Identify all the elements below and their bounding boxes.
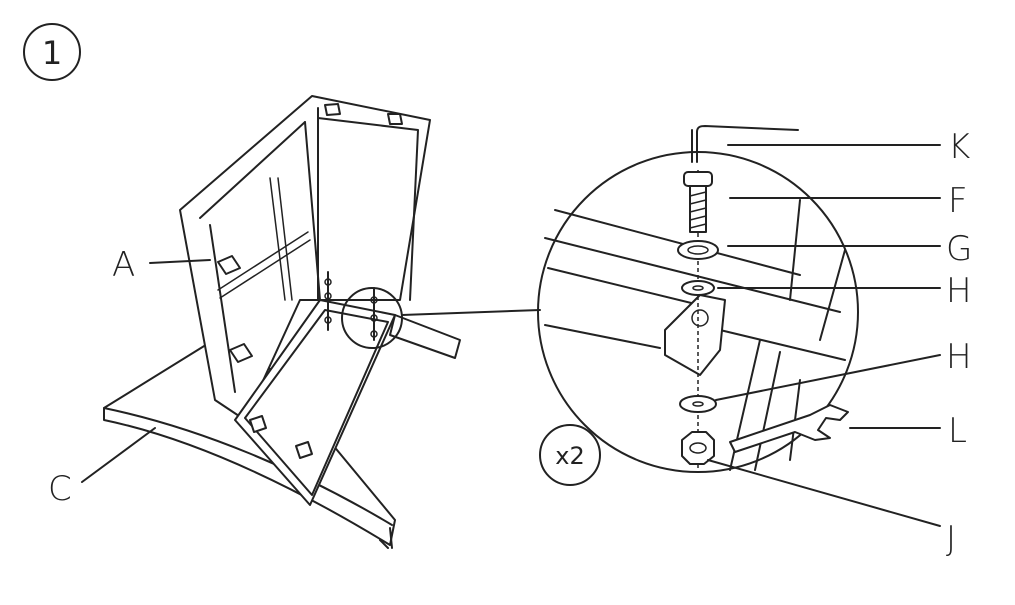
label-h-upper: H — [946, 271, 972, 311]
seat-inner-frame — [234, 299, 461, 506]
leader-lines — [81, 144, 941, 527]
label-h-lower: H — [946, 337, 972, 377]
step-badge: 1 — [23, 23, 81, 81]
label-g: G — [946, 229, 972, 269]
detail-callout-circle — [341, 287, 403, 349]
detail-magnified — [537, 125, 859, 473]
bolt-stack — [324, 271, 378, 341]
quantity-badge: x2 — [539, 424, 601, 486]
step-number: 1 — [42, 34, 62, 72]
quantity-text: x2 — [555, 442, 584, 470]
back-frame-a — [179, 95, 431, 421]
label-j: J — [946, 519, 956, 559]
label-c: C — [48, 469, 72, 509]
label-a: A — [112, 245, 135, 285]
label-f: F — [948, 181, 968, 221]
label-l: L — [948, 411, 967, 451]
label-k: K — [948, 127, 970, 167]
detail-connector-line — [401, 309, 541, 316]
